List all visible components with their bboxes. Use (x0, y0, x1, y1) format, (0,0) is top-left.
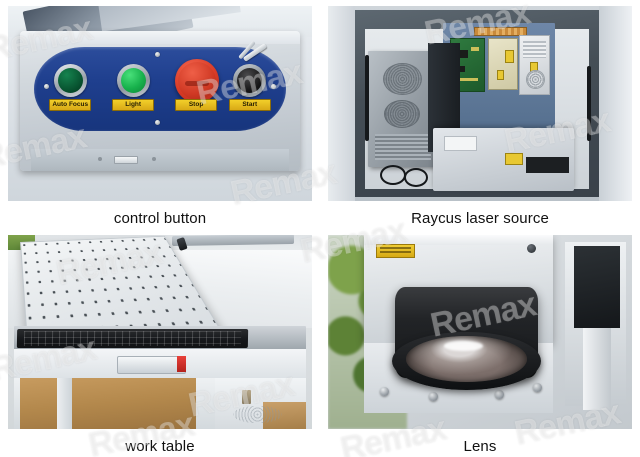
light-label: Light (112, 98, 155, 111)
stop-button[interactable] (175, 59, 220, 104)
panel-raycus-laser-source: Raycus laser source (320, 0, 640, 229)
terminal-block-icon (474, 27, 527, 37)
control-panel-faceplate: Auto Focus Light Stop Start (34, 39, 286, 131)
connector-icon (454, 78, 479, 82)
console-indicator-icon (98, 156, 103, 161)
keyboard[interactable] (16, 328, 249, 349)
table-rail (172, 234, 294, 246)
panel-lens: Lens (320, 228, 640, 457)
module-warning-label-icon (504, 152, 524, 166)
lens-highlight-icon (443, 341, 484, 352)
stop-label: Stop (175, 98, 218, 111)
estop-cap-icon (178, 62, 217, 101)
panel-screw (44, 84, 50, 90)
mount-bolt-icon (532, 382, 542, 392)
cable-coil-icon (404, 168, 428, 188)
housing-screw-icon (526, 244, 536, 254)
light-button[interactable] (117, 64, 151, 98)
driver-board (487, 37, 518, 90)
machine-rail (583, 327, 611, 410)
board-label-icon (504, 49, 515, 63)
button-cap-icon (58, 68, 84, 94)
cable-icon (365, 54, 370, 141)
start-key-switch[interactable] (232, 64, 266, 98)
console-indicator-icon (152, 156, 157, 161)
psu-vent-icon (522, 41, 547, 59)
board-label-icon (497, 69, 505, 80)
housing-top-edge (364, 234, 553, 246)
cabinet-door-left (328, 6, 356, 201)
caption-lens: Lens (463, 438, 497, 455)
panel-work-table: work table (0, 228, 320, 457)
power-supply (518, 35, 551, 95)
pc-fan-icon (383, 62, 422, 95)
module-nameplate (444, 136, 478, 152)
pc-expansion-slots (374, 134, 431, 160)
keyswitch-barrel-icon (236, 68, 262, 94)
keyboard-keys-icon (23, 331, 242, 346)
console-base (31, 148, 289, 172)
psu-fan-icon (526, 70, 545, 90)
laser-source-module (433, 127, 575, 192)
warning-label-icon (375, 244, 416, 259)
wooden-floor (263, 401, 306, 429)
cabinet-logo-icon (232, 405, 282, 424)
drawer-handle[interactable] (117, 356, 187, 374)
mount-bolt-icon (379, 386, 389, 396)
cabinet-interior (355, 9, 599, 197)
photo-work-table (8, 234, 312, 429)
machine-window (574, 246, 620, 328)
console-vent-icon (113, 155, 138, 164)
control-console-body: Auto Focus Light Stop Start (20, 31, 300, 172)
pc-fan-icon (384, 99, 421, 129)
cable-icon (587, 65, 592, 141)
panel-screw (154, 119, 160, 125)
module-spec-sticker (526, 156, 569, 174)
console-top-edge (20, 31, 300, 44)
cabinet-door-right (598, 6, 632, 201)
caption-raycus-laser-source: Raycus laser source (411, 209, 549, 227)
connector-icon (470, 46, 480, 51)
estop-groove-icon (184, 80, 210, 86)
photo-control-button: Auto Focus Light Stop Start (8, 6, 312, 201)
auto-focus-label: Auto Focus (49, 98, 92, 111)
panel-screw (270, 84, 276, 90)
auto-focus-button[interactable] (54, 64, 88, 98)
start-label: Start (228, 98, 271, 111)
chip-icon (457, 65, 466, 73)
panel-control-button: Auto Focus Light Stop Start control butt… (0, 0, 320, 229)
caption-control-button: control button (113, 209, 207, 227)
wooden-floor (20, 378, 197, 429)
button-cap-icon (121, 68, 147, 94)
cabinet-leg (56, 378, 72, 429)
cabinet-lock-icon (242, 390, 252, 404)
handle-accent-icon (176, 356, 187, 372)
photo-raycus-laser-source (328, 6, 632, 201)
mount-bolt-icon (428, 392, 438, 402)
pc-tower-side (367, 50, 439, 167)
photo-lens (328, 234, 632, 429)
mount-bolt-icon (494, 389, 504, 399)
chip-icon (456, 50, 469, 59)
caption-work-table: work table (125, 438, 195, 455)
panel-screw (154, 51, 160, 57)
mounting-frame (442, 22, 555, 128)
